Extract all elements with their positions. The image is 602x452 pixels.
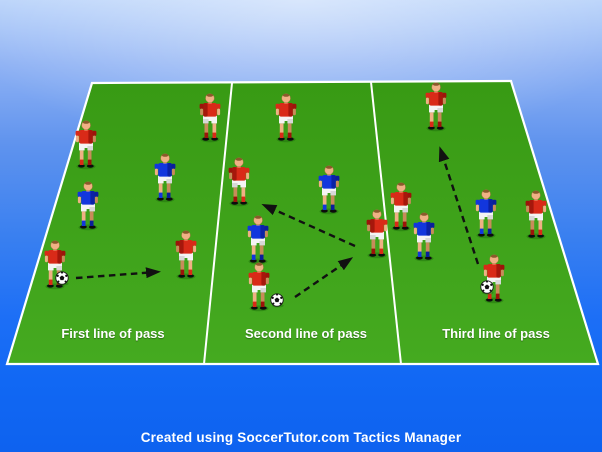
player-blue — [247, 215, 269, 265]
soccer-ball — [270, 293, 284, 308]
soccer-ball — [480, 280, 494, 295]
pass-arrow — [261, 203, 356, 248]
player-red — [366, 209, 388, 259]
player-red — [175, 230, 197, 280]
player-red — [390, 182, 412, 232]
player-blue — [318, 165, 340, 215]
player-red — [525, 190, 547, 240]
player-blue — [77, 181, 99, 231]
zone-label-1: First line of pass — [61, 326, 164, 341]
player-red — [425, 82, 447, 132]
player-red — [248, 262, 270, 312]
player-blue — [475, 189, 497, 239]
zone-divider — [203, 82, 233, 365]
player-red — [275, 93, 297, 143]
pass-arrow — [75, 267, 161, 280]
pass-arrow — [438, 146, 480, 265]
zone-label-2: Second line of pass — [245, 326, 367, 341]
player-red — [228, 157, 250, 207]
player-red — [75, 120, 97, 170]
player-blue — [413, 212, 435, 262]
soccer-ball — [55, 271, 69, 286]
player-red — [199, 93, 221, 143]
player-blue — [154, 153, 176, 203]
credit-text: Created using SoccerTutor.com Tactics Ma… — [140, 430, 462, 445]
zone-label-3: Third line of pass — [442, 326, 550, 341]
